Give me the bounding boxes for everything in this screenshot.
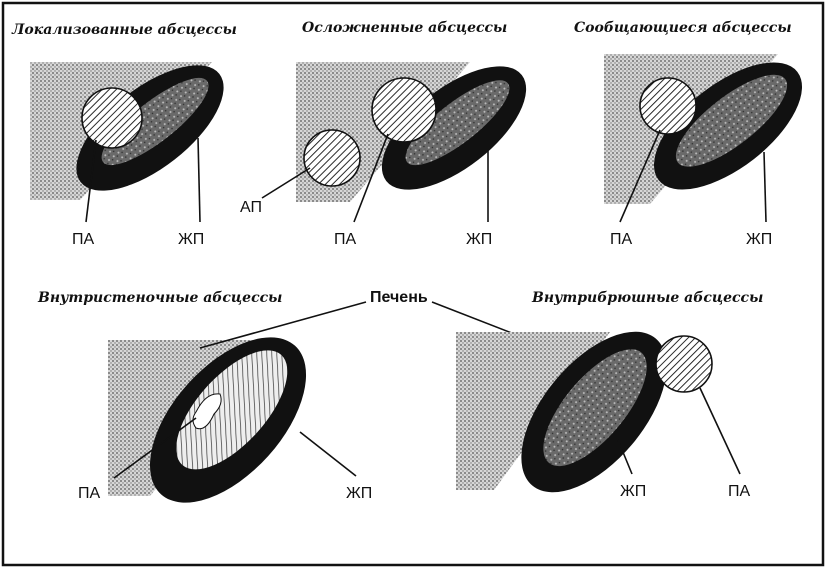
liver-label: Печень (370, 289, 428, 306)
panel-title: Сообщающиеся абсцессы (574, 20, 792, 36)
leader-line (617, 439, 633, 475)
label-pa: ПА (72, 231, 95, 248)
label-zhp: ЖП (620, 483, 646, 500)
panel-localized: Локализованные абсцессы ПА ЖП (11, 22, 237, 248)
panel-title: Внутрибрюшные абсцессы (531, 290, 763, 306)
panel-title: Локализованные абсцессы (11, 22, 237, 38)
label-zhp: ЖП (178, 231, 204, 248)
leader-line (299, 431, 357, 477)
panel-title: Внутристеночные абсцессы (37, 290, 282, 306)
gallbladder (521, 331, 667, 493)
label-pa: ПА (334, 231, 357, 248)
intraabdominal-abscess (655, 335, 713, 393)
gallbladder (381, 66, 527, 190)
liver-abscess (303, 129, 361, 187)
communicating-abscess (639, 77, 697, 135)
leader-line (113, 417, 197, 479)
leader-line (261, 167, 311, 199)
gallbladder (653, 62, 803, 190)
gallbladder (149, 337, 307, 503)
leader-line (763, 151, 767, 223)
panel-complicated: Осложненные абсцессы АП ПА ЖП (240, 20, 527, 248)
panel-intramural: Внутристеночные абсцессы ПА ЖП (37, 290, 372, 503)
pericholecystic-abscess (81, 87, 143, 149)
leader-line (619, 129, 661, 223)
panel-title: Осложненные абсцессы (302, 20, 507, 36)
label-pa: ПА (78, 485, 101, 502)
label-ap: АП (240, 199, 262, 216)
label-zhp: ЖП (746, 231, 772, 248)
leader-line (199, 301, 367, 349)
leader-line (85, 139, 97, 223)
label-pa: ПА (610, 231, 633, 248)
leader-line (699, 387, 741, 475)
intramural-abscess (192, 393, 222, 430)
label-zhp: ЖП (346, 485, 372, 502)
leader-line (197, 137, 201, 223)
leader-line (353, 133, 389, 223)
pericholecystic-abscess (371, 77, 437, 143)
label-pa: ПА (728, 483, 751, 500)
panel-intraabdominal: Внутрибрюшные абсцессы ЖП ПА (456, 290, 763, 500)
panel-communicating: Сообщающиеся абсцессы ПА ЖП (574, 20, 803, 248)
label-zhp: ЖП (466, 231, 492, 248)
